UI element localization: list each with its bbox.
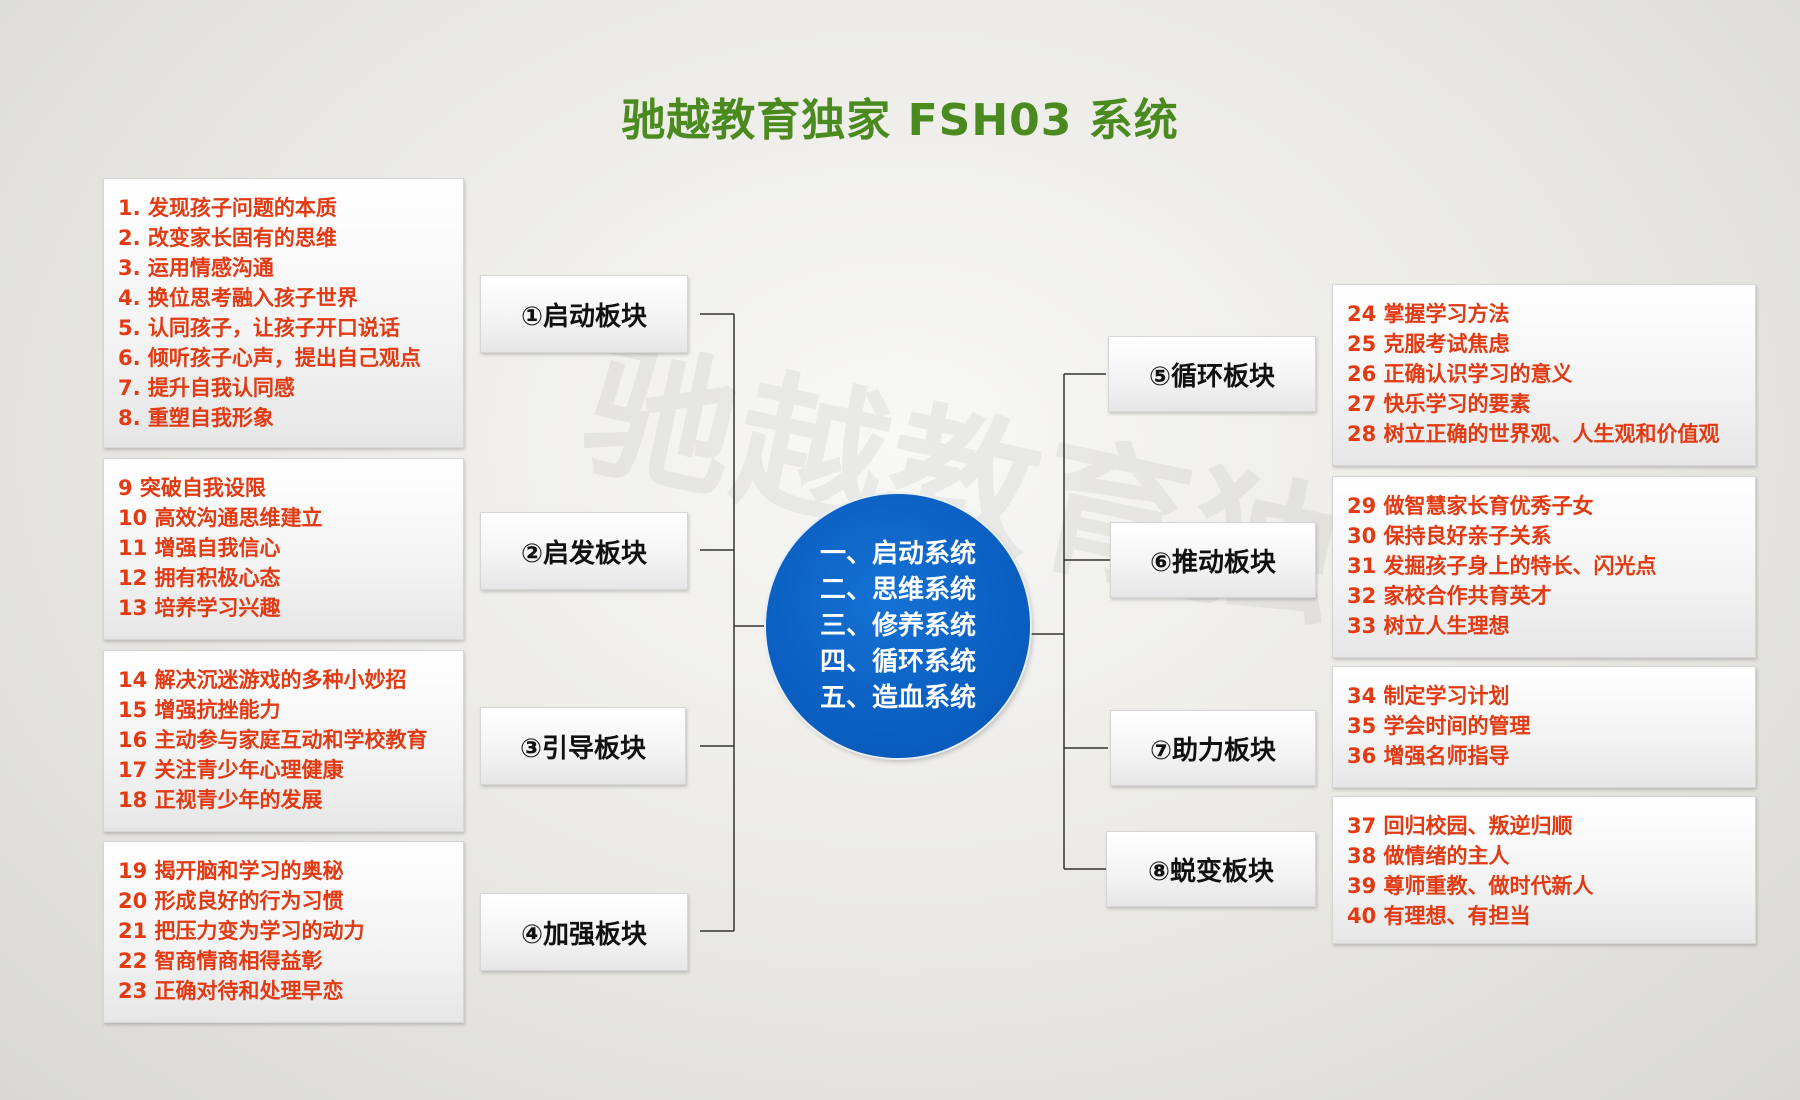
module-qifa: ②启发板块 bbox=[480, 512, 688, 590]
list-item: 23 正确对待和处理早恋 bbox=[118, 979, 344, 1003]
list-item: 37 回归校园、叛逆归顺 bbox=[1347, 814, 1573, 838]
list-box-6: 29 做智慧家长育优秀子女 30 保持良好亲子关系 31 发掘孩子身上的特长、闪… bbox=[1332, 476, 1756, 658]
module-jiaqiang: ④加强板块 bbox=[480, 893, 688, 971]
hub-item: 一、启动系统 bbox=[819, 539, 976, 569]
list-item: 33 树立人生理想 bbox=[1347, 614, 1510, 638]
list-item: 17 关注青少年心理健康 bbox=[118, 758, 344, 782]
list-item: 9 突破自我设限 bbox=[118, 476, 266, 500]
module-qidong: ①启动板块 bbox=[480, 275, 688, 353]
list-box-5: 24 掌握学习方法 25 克服考试焦虑 26 正确认识学习的意义 27 快乐学习… bbox=[1332, 284, 1756, 466]
list-item: 4. 换位思考融入孩子世界 bbox=[118, 286, 358, 310]
list-item: 13 培养学习兴趣 bbox=[118, 596, 281, 620]
list-item: 26 正确认识学习的意义 bbox=[1347, 362, 1573, 386]
list-item: 10 高效沟通思维建立 bbox=[118, 506, 323, 530]
list-item: 39 尊师重教、做时代新人 bbox=[1347, 874, 1594, 898]
list-item: 22 智商情商相得益彰 bbox=[118, 949, 323, 973]
list-box-2: 9 突破自我设限 10 高效沟通思维建立 11 增强自我信心 12 拥有积极心态… bbox=[103, 458, 464, 640]
list-item: 6. 倾听孩子心声，提出自己观点 bbox=[118, 346, 421, 370]
hub-circle: 一、启动系统 二、思维系统 三、修养系统 四、循环系统 五、造血系统 bbox=[766, 494, 1030, 758]
list-item: 36 增强名师指导 bbox=[1347, 744, 1510, 768]
list-item: 5. 认同孩子，让孩子开口说话 bbox=[118, 316, 400, 340]
list-box-4: 19 揭开脑和学习的奥秘 20 形成良好的行为习惯 21 把压力变为学习的动力 … bbox=[103, 841, 464, 1023]
list-box-3: 14 解决沉迷游戏的多种小妙招 15 增强抗挫能力 16 主动参与家庭互动和学校… bbox=[103, 650, 464, 832]
list-item: 16 主动参与家庭互动和学校教育 bbox=[118, 728, 428, 752]
list-item: 3. 运用情感沟通 bbox=[118, 256, 274, 280]
hub-item: 五、造血系统 bbox=[819, 683, 976, 713]
page-title: 驰越教育独家 FSH03 系统 bbox=[621, 95, 1179, 146]
list-item: 31 发掘孩子身上的特长、闪光点 bbox=[1347, 554, 1657, 578]
list-item: 2. 改变家长固有的思维 bbox=[118, 226, 337, 250]
list-item: 18 正视青少年的发展 bbox=[118, 788, 323, 812]
list-item: 21 把压力变为学习的动力 bbox=[118, 919, 365, 943]
list-item: 24 掌握学习方法 bbox=[1347, 302, 1510, 326]
list-item: 25 克服考试焦虑 bbox=[1347, 332, 1510, 356]
list-item: 12 拥有积极心态 bbox=[118, 566, 281, 590]
list-item: 38 做情绪的主人 bbox=[1347, 844, 1510, 868]
list-box-8: 37 回归校园、叛逆归顺 38 做情绪的主人 39 尊师重教、做时代新人 40 … bbox=[1332, 796, 1756, 944]
list-item: 11 增强自我信心 bbox=[118, 536, 281, 560]
list-item: 8. 重塑自我形象 bbox=[118, 406, 274, 430]
list-item: 32 家校合作共育英才 bbox=[1347, 584, 1552, 608]
list-item: 30 保持良好亲子关系 bbox=[1347, 524, 1552, 548]
module-xunhuan: ⑤循环板块 bbox=[1108, 336, 1316, 412]
list-box-7: 34 制定学习计划 35 学会时间的管理 36 增强名师指导 bbox=[1332, 666, 1756, 788]
list-item: 14 解决沉迷游戏的多种小妙招 bbox=[118, 668, 407, 692]
list-item: 1. 发现孩子问题的本质 bbox=[118, 196, 337, 220]
hub-item: 二、思维系统 bbox=[819, 575, 976, 605]
module-tuidong: ⑥推动板块 bbox=[1110, 522, 1316, 598]
list-item: 34 制定学习计划 bbox=[1347, 684, 1510, 708]
list-item: 7. 提升自我认同感 bbox=[118, 376, 295, 400]
list-item: 19 揭开脑和学习的奥秘 bbox=[118, 859, 344, 883]
list-item: 27 快乐学习的要素 bbox=[1347, 392, 1531, 416]
list-item: 28 树立正确的世界观、人生观和价值观 bbox=[1347, 422, 1720, 446]
list-item: 29 做智慧家长育优秀子女 bbox=[1347, 494, 1594, 518]
module-zhuli: ⑦助力板块 bbox=[1110, 710, 1316, 786]
list-item: 35 学会时间的管理 bbox=[1347, 714, 1531, 738]
list-box-1: 1. 发现孩子问题的本质 2. 改变家长固有的思维 3. 运用情感沟通 4. 换… bbox=[103, 178, 464, 448]
hub-item: 四、循环系统 bbox=[819, 647, 976, 677]
list-item: 15 增强抗挫能力 bbox=[118, 698, 281, 722]
list-item: 20 形成良好的行为习惯 bbox=[118, 889, 344, 913]
list-item: 40 有理想、有担当 bbox=[1347, 904, 1531, 928]
module-yindao: ③引导板块 bbox=[480, 707, 686, 785]
hub-item: 三、修养系统 bbox=[819, 611, 976, 641]
module-tuibian: ⑧蜕变板块 bbox=[1106, 831, 1316, 907]
